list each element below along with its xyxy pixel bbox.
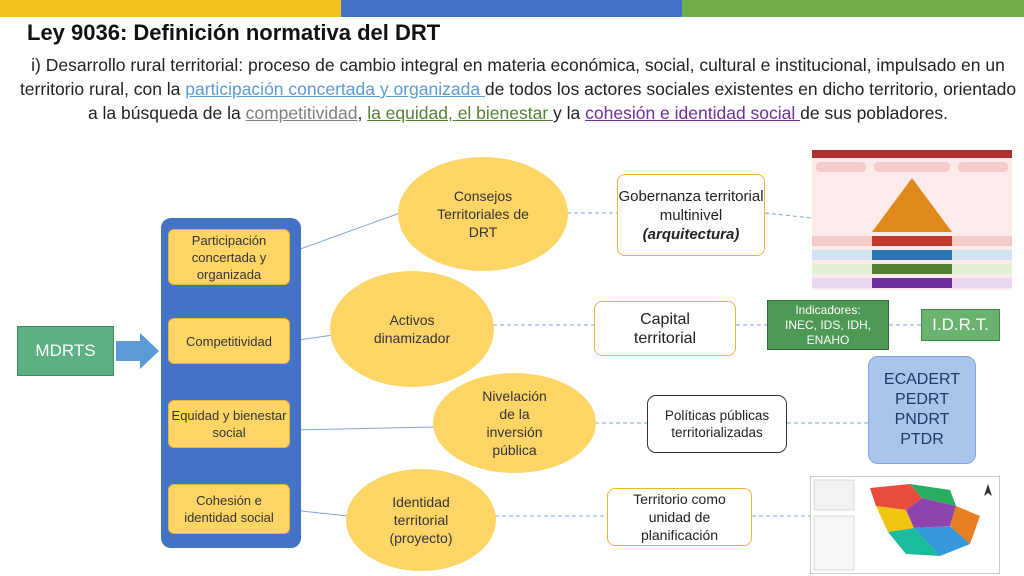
mdrts-box: MDRTS [17, 326, 114, 376]
map-region-6 [950, 506, 980, 544]
plans-box: ECADERT PEDRT PNDRT PTDR [868, 356, 976, 464]
paragraph-text-2: de todos los actores sociales existentes… [87, 79, 1017, 123]
paragraph-text-4: de sus pobladores. [800, 103, 949, 123]
gobernanza-text: Gobernanza territorial multinivel [618, 187, 764, 224]
map-region-4 [906, 498, 956, 528]
governance-model-thumbnail [812, 150, 1012, 290]
pillar-participacion: Participación concertada y organizada [168, 229, 290, 285]
plan-pndrt: PNDRT [894, 411, 950, 428]
map-region-2 [910, 484, 956, 506]
link-participacion[interactable]: participación concertada y organizada [185, 79, 485, 99]
capital-box: Capital territorial [594, 301, 736, 356]
gobernanza-box: Gobernanza territorial multinivel (arqui… [617, 174, 765, 256]
paragraph-text-1: i) Desarrollo rural territorial: proceso… [19, 55, 1005, 99]
thumb-col-2 [874, 162, 950, 172]
line-gobernanza-thumb [764, 212, 813, 219]
definition-paragraph: i) Desarrollo rural territorial: proceso… [18, 53, 1018, 125]
indicadores-box: Indicadores: INEC, IDS, IDH, ENAHO [767, 300, 889, 350]
territories-map-thumbnail [810, 476, 1000, 574]
plan-ptdr: PTDR [900, 431, 944, 448]
map-legend [813, 479, 855, 511]
thumb-col-1 [816, 162, 866, 172]
pillar-competitividad: Competitividad [168, 318, 290, 364]
north-arrow-icon [984, 484, 992, 496]
idrt-box: I.D.R.T. [921, 309, 1000, 341]
politicas-box: Políticas públicas territorializadas [647, 395, 787, 453]
map-notes [813, 515, 855, 571]
line-pillar1-oval1 [291, 212, 401, 253]
thumb-center-2 [872, 250, 952, 260]
thumb-col-3 [958, 162, 1008, 172]
thumb-header [812, 150, 1012, 158]
link-competitividad[interactable]: competitividad [245, 103, 358, 123]
slide-title: Ley 9036: Definición normativa del DRT [27, 20, 441, 45]
paragraph-text-3: y la [553, 103, 586, 123]
link-cohesion[interactable]: cohesión e identidad social [585, 103, 801, 123]
thumb-center-1 [872, 236, 952, 246]
plan-ecadert: ECADERT [883, 371, 961, 388]
paragraph-separator: , [357, 103, 368, 123]
pillar-cohesion: Cohesión e identidad social [168, 484, 290, 534]
oval-consejos: Consejos Territoriales de DRT [398, 157, 568, 271]
top-bar-green [682, 0, 1024, 17]
map-region-1 [870, 484, 922, 510]
gobernanza-emphasis: (arquitectura) [642, 225, 740, 243]
pillar-equidad: Equidad y bienestar social [168, 400, 290, 448]
line-pillar3-oval3 [291, 426, 436, 431]
link-equidad-bienestar[interactable]: la equidad, el bienestar [367, 103, 554, 123]
map-region-5 [914, 526, 970, 556]
territorio-box: Territorio como unidad de planificación [607, 488, 752, 546]
map-region-7 [888, 528, 940, 556]
thumb-center-3 [872, 264, 952, 274]
plan-pedrt: PEDRT [895, 391, 949, 408]
line-pillar4-oval4 [291, 509, 349, 517]
top-bar-yellow [0, 0, 341, 17]
oval-nivelacion: Nivelación de la inversión pública [433, 373, 596, 473]
oval-identidad: Identidad territorial (proyecto) [346, 469, 496, 571]
thumb-center-4 [872, 278, 952, 288]
oval-activos: Activos dinamizador [330, 271, 494, 387]
map-region-3 [876, 506, 914, 532]
top-bar-blue [341, 0, 682, 17]
thumb-pyramid [872, 178, 952, 232]
